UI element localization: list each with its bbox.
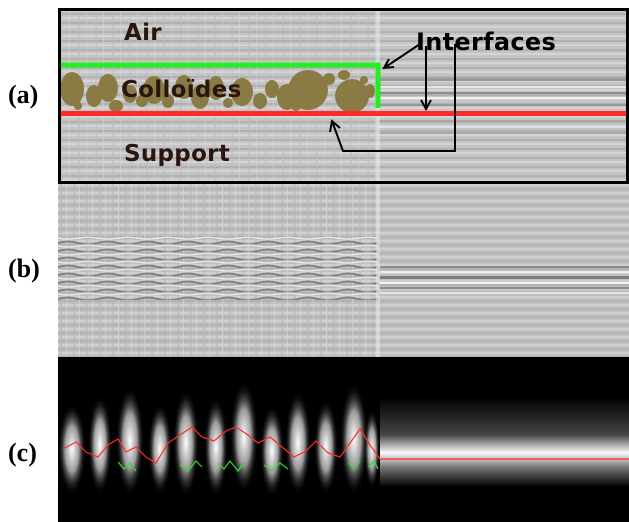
panel-label-c: (c) — [8, 438, 37, 467]
air-interface-trace — [117, 459, 379, 472]
colloid-particles — [60, 70, 375, 113]
colloid-fringe-region — [58, 236, 378, 300]
panel-b-interferogram — [58, 184, 629, 357]
support-band — [380, 397, 629, 487]
support-label: Support — [124, 141, 231, 167]
panel-a-frame — [58, 8, 629, 184]
air-label: Air — [124, 20, 162, 46]
interfaces-label: Interfaces — [416, 28, 557, 56]
panel-label-b: (b) — [8, 254, 40, 283]
panel-c-reconstruction — [58, 357, 629, 522]
colloids-label: Colloïdes — [121, 77, 242, 103]
support-interface-trace — [62, 426, 629, 464]
panel-label-a: (a) — [8, 80, 39, 109]
panel-a-schematic: Air Colloïdes Support Interfaces — [58, 8, 629, 184]
panel-c-image — [58, 357, 629, 522]
interface-arrows — [329, 43, 456, 152]
panel-b-image — [58, 184, 629, 357]
air-interface-line — [61, 62, 381, 108]
support-interface-line — [58, 111, 629, 116]
panel-a-image — [58, 8, 629, 184]
